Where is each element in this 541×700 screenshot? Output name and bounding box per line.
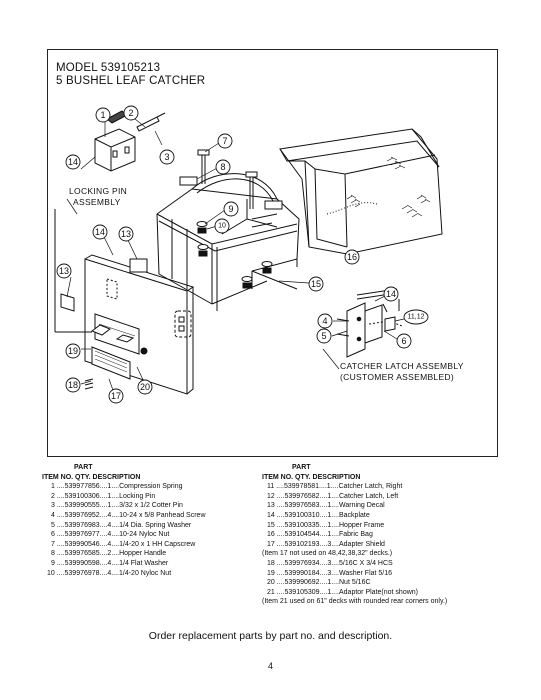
model-name: 5 BUSHEL LEAF CATCHER xyxy=(56,75,206,87)
backplate-drawing xyxy=(60,254,195,395)
parts-columns: ITEM NO. QTY. DESCRIPTION xyxy=(42,473,141,481)
list-item: 21 ....539105309....1....Adaptor Plate(n… xyxy=(267,588,418,596)
callout-4: 4 xyxy=(322,316,327,326)
list-item: 20 ....539990692....1....Nut 5/16C xyxy=(267,579,371,587)
exploded-parts-diagram: 1 2 3 14 7 8 9 10 14 13 13 15 16 14 11,1… xyxy=(54,105,464,404)
parts-note: (Item 17 not used on 48,42,38,32" decks.… xyxy=(262,550,393,558)
list-item: 14 ....539100310....1....Backplate xyxy=(267,511,370,519)
list-item: 18 ....539976934....3....5/16C X 3/4 HCS xyxy=(267,559,393,567)
list-item: 1 ....539977856....1....Compression Spri… xyxy=(51,483,183,491)
locking-pin-label-line1: LOCKING PIN xyxy=(69,186,127,196)
locking-pin-drawing xyxy=(54,110,166,333)
callout-1: 1 xyxy=(100,110,105,120)
list-item: 4 ....539976952....4....10-24 x 5/8 Panh… xyxy=(51,511,206,519)
list-item: 17 ....539102193....3....Adapter Shield xyxy=(267,540,385,548)
parts-header: PART xyxy=(292,464,311,471)
list-item: 16 ....539104544....1....Fabric Bag xyxy=(267,531,373,539)
callout-16: 16 xyxy=(347,252,357,262)
callout-8: 8 xyxy=(220,162,225,172)
list-item: 6 ....539976977....4....10-24 Nyloc Nut xyxy=(51,531,170,539)
catcher-latch-drawing xyxy=(336,288,403,358)
callout-19: 19 xyxy=(68,346,78,356)
callout-10: 10 xyxy=(218,223,226,230)
list-item: 19 ....539990184....3....Washer Flat 5/1… xyxy=(267,569,393,577)
model-title: MODEL 539105213 5 BUSHEL LEAF CATCHER xyxy=(56,62,205,88)
list-item: 3 ....539990555....1....3/32 x 1/2 Cotte… xyxy=(51,502,183,510)
parts-list-right: PART ITEM NO. QTY. DESCRIPTION 11 ....53… xyxy=(262,463,502,607)
list-item: 2 ....539100306....1....Locking Pin xyxy=(51,492,156,500)
parts-header: PART xyxy=(74,464,93,471)
list-item: 5 ....539976983....4....1/4 Dia. Spring … xyxy=(51,521,192,529)
page-number: 4 xyxy=(267,661,273,671)
callout-15: 15 xyxy=(311,279,321,289)
list-item: 15 ....539100335....1....Hopper Frame xyxy=(267,521,385,529)
callout-11-12: 11,12 xyxy=(408,314,425,321)
hopper-frame-drawing xyxy=(156,173,300,311)
parts-list-left: PART ITEM NO. QTY. DESCRIPTION 1 ....539… xyxy=(42,463,257,578)
fabric-bag-drawing xyxy=(279,128,443,255)
callout-14: 14 xyxy=(386,289,396,299)
parts-note: (Item 21 used on 61" decks with rounded … xyxy=(262,598,448,606)
callout-13: 13 xyxy=(59,266,69,276)
parts-columns: ITEM NO. QTY. DESCRIPTION xyxy=(262,473,361,481)
callout-13: 13 xyxy=(121,229,131,239)
list-item: 7 ....539990546....4....1/4-20 x 1 HH Ca… xyxy=(51,540,196,548)
callout-3: 3 xyxy=(164,152,169,162)
catcher-latch-label-line2: (CUSTOMER ASSEMBLED) xyxy=(340,372,454,382)
model-number: MODEL 539105213 xyxy=(56,62,161,74)
list-item: 8 ....539976585....2....Hopper Handle xyxy=(51,550,167,558)
order-instruction: Order replacement parts by part no. and … xyxy=(148,630,393,642)
list-item: 13 ....539976583....1....Warning Decal xyxy=(267,502,385,510)
callout-6: 6 xyxy=(401,336,406,346)
callout-5: 5 xyxy=(321,331,326,341)
callout-14: 14 xyxy=(95,227,105,237)
callout-18: 18 xyxy=(68,380,78,390)
callout-2: 2 xyxy=(128,108,133,118)
list-item: 11 ....539978581....1....Catcher Latch, … xyxy=(267,483,403,491)
callout-7: 7 xyxy=(222,136,227,146)
callout-14: 14 xyxy=(68,157,78,167)
list-item: 9 ....539990598....4....1/4 Flat Washer xyxy=(51,559,169,567)
list-item: 10 ....539976978....4....1/4-20 Nyloc Nu… xyxy=(47,569,172,577)
list-item: 12 ....539976582....1....Catcher Latch, … xyxy=(267,492,399,500)
callout-20: 20 xyxy=(140,382,150,392)
callout-17: 17 xyxy=(111,391,121,401)
catcher-latch-label-line1: CATCHER LATCH ASSEMBLY xyxy=(340,361,464,371)
diagram-frame xyxy=(47,49,498,457)
locking-pin-label-line2: ASSEMBLY xyxy=(73,197,121,207)
callout-9: 9 xyxy=(228,204,233,214)
